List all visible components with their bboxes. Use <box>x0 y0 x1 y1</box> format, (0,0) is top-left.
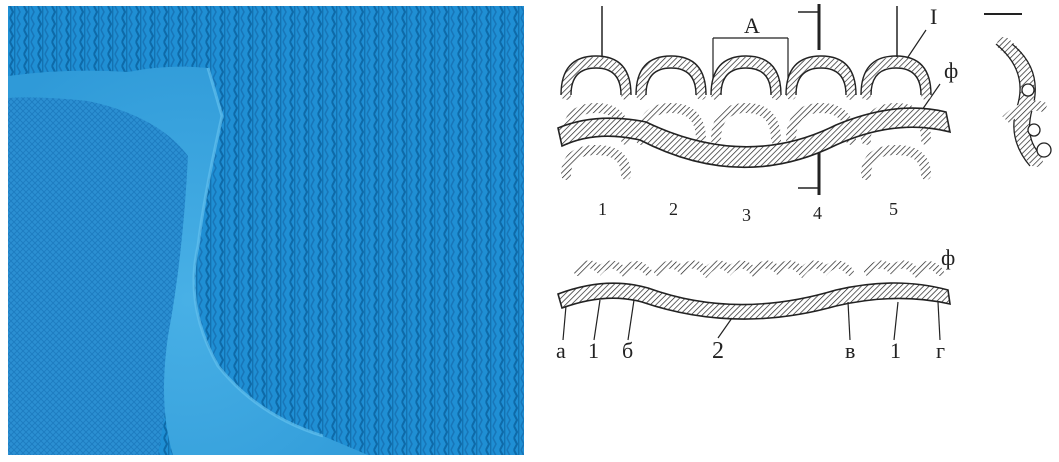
section-mark-a: A <box>744 13 760 38</box>
inlay-yarn-bottom <box>558 283 950 319</box>
stitch-view: A I ф <box>558 4 958 225</box>
top-right-label: I <box>930 4 937 29</box>
label-a: а <box>556 338 566 363</box>
diagram-svg: A I ф <box>536 0 1059 457</box>
fabric-photo <box>8 6 524 455</box>
yarn-label-bottom: ф <box>941 245 955 270</box>
label-v: в <box>845 338 855 363</box>
column-number-1: 1 <box>598 199 607 219</box>
side-profile-view <box>984 14 1051 166</box>
label-b: б <box>622 338 633 363</box>
knit-structure-diagram: A I ф <box>536 0 1059 457</box>
label-g: г <box>936 338 945 363</box>
column-number-4: 4 <box>813 203 822 223</box>
label-1-left: 1 <box>588 338 599 363</box>
column-number-5: 5 <box>889 199 898 219</box>
yarn-label-top: ф <box>944 58 958 83</box>
column-numbers: 1 2 3 4 5 <box>598 199 898 225</box>
column-number-3: 3 <box>742 205 751 225</box>
label-2: 2 <box>712 338 724 364</box>
cross-section-labels: а 1 б 2 в 1 г <box>556 338 945 364</box>
fabric-photo-svg <box>8 6 524 455</box>
column-number-2: 2 <box>669 199 678 219</box>
cross-section-view: ф а 1 б 2 в 1 г <box>556 245 955 364</box>
label-1-right: 1 <box>890 338 901 363</box>
